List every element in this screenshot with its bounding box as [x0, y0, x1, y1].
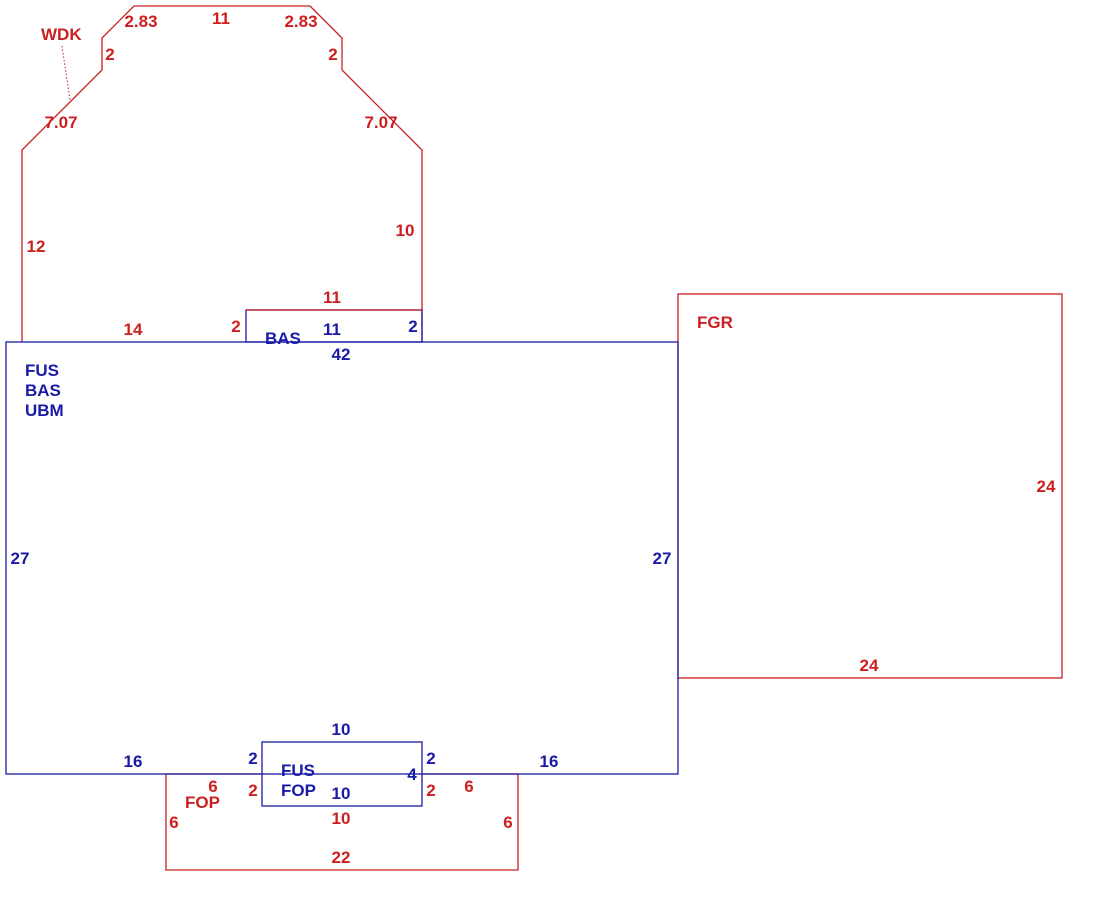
- main-area-outline: [5, 341, 679, 775]
- dim-bas-right: 2: [408, 317, 417, 336]
- main-area-code-1: FUS: [25, 361, 59, 380]
- dim-main-top: 42: [332, 345, 351, 364]
- dim-porch-left-blue: 2: [248, 749, 257, 768]
- dim-porch-left-red: 2: [248, 781, 257, 800]
- fgr-outline: [677, 293, 1063, 679]
- dim-bas-top-red: 11: [323, 288, 341, 307]
- bas-bump-label: BAS: [265, 329, 301, 348]
- dim-bas-left-red: 2: [231, 317, 240, 336]
- wdk-outline: [21, 5, 423, 342]
- dim-fop-left: 6: [169, 813, 178, 832]
- dim-porch-depth: 4: [407, 765, 417, 784]
- dim-porch-top: 10: [332, 720, 351, 739]
- dim-fop-bottom: 22: [332, 848, 351, 867]
- dim-fgr-right: 24: [1037, 477, 1056, 496]
- dim-main-bottom-left: 16: [124, 752, 143, 771]
- dim-bas-top-blue: 11: [323, 320, 341, 339]
- dim-wdk-right-short: 2: [328, 45, 337, 64]
- fop-label: FOP: [185, 793, 220, 812]
- wdk-leader-line: [61, 45, 71, 101]
- dim-porch-bottom-red: 10: [332, 809, 351, 828]
- dim-porch-right-red: 2: [426, 781, 435, 800]
- dim-main-left: 27: [11, 549, 30, 568]
- main-area-code-3: UBM: [25, 401, 64, 420]
- dim-porch-bottom-blue: 10: [332, 784, 351, 803]
- dim-wdk-top-right-diag: 2.83: [284, 12, 317, 31]
- dim-fop-right: 6: [503, 813, 512, 832]
- porch-inner-outline: [261, 741, 423, 807]
- dim-wdk-right: 10: [396, 221, 415, 240]
- main-area-code-2: BAS: [25, 381, 61, 400]
- dim-fgr-bottom: 24: [860, 656, 879, 675]
- wdk-label: WDK: [41, 25, 82, 44]
- dim-wdk-top: 11: [212, 9, 230, 28]
- dim-wdk-top-left-diag: 2.83: [124, 12, 157, 31]
- dim-wdk-left-diag: 7.07: [44, 113, 77, 132]
- dim-wdk-left: 12: [27, 237, 46, 256]
- dim-wdk-left-short: 2: [105, 45, 114, 64]
- porch-inner-code-1: FUS: [281, 761, 315, 780]
- dim-fop-left-top: 6: [208, 777, 217, 796]
- fop-outline: [165, 774, 519, 871]
- dim-main-right: 27: [653, 549, 672, 568]
- dim-wdk-right-diag: 7.07: [364, 113, 397, 132]
- porch-inner-code-2: FOP: [281, 781, 316, 800]
- dim-wdk-bottom-left: 14: [124, 320, 143, 339]
- fgr-label: FGR: [697, 313, 733, 332]
- dim-main-bottom-right: 16: [540, 752, 559, 771]
- dim-porch-right-blue: 2: [426, 749, 435, 768]
- dim-fop-right-top: 6: [464, 777, 473, 796]
